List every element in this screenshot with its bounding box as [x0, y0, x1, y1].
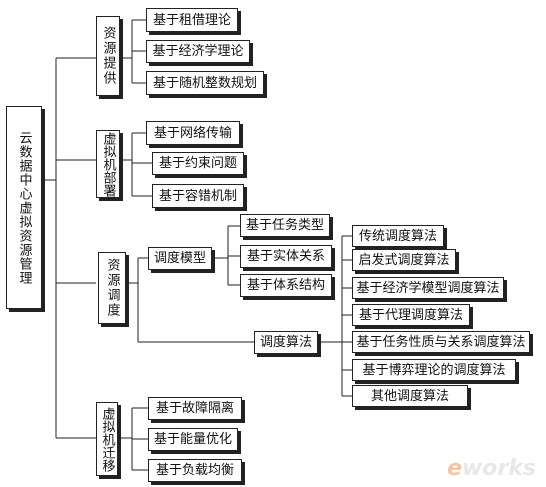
- item-task-type: 基于任务类型: [240, 214, 330, 237]
- category-resource-provision: 资源提供: [96, 16, 120, 96]
- item-constraint-problem: 基于约束问题: [152, 152, 244, 175]
- root-label: 云数据中心虚拟资源管理: [16, 130, 32, 285]
- item-economic-model-algorithm: 基于经济学模型调度算法: [352, 277, 504, 299]
- item-energy-optimization: 基于能量优化: [148, 428, 238, 451]
- item-traditional-algorithm: 传统调度算法: [352, 225, 444, 247]
- item-load-balancing: 基于负载均衡: [148, 459, 242, 482]
- category-resource-scheduling: 资源调度: [98, 252, 126, 324]
- item-fault-isolation: 基于故障隔离: [148, 397, 242, 420]
- category-vm-migration: 虚拟机迁移: [96, 402, 118, 476]
- item-economics-theory: 基于经济学理论: [146, 40, 250, 63]
- item-heuristic-algorithm: 启发式调度算法: [352, 249, 456, 271]
- scheduling-algorithm-node: 调度算法: [254, 331, 318, 354]
- category-label: 资源调度: [104, 258, 120, 318]
- item-fault-tolerance: 基于容错机制: [152, 184, 244, 208]
- item-architecture: 基于体系结构: [240, 274, 332, 297]
- item-other-algorithm: 其他调度算法: [352, 385, 468, 407]
- item-task-nature-algorithm: 基于任务性质与关系调度算法: [352, 331, 530, 353]
- category-label: 虚拟机迁移: [99, 406, 115, 472]
- category-vm-deployment: 虚拟机部署: [96, 130, 120, 198]
- item-random-integer-programming: 基于随机整数规划: [146, 71, 264, 95]
- item-game-theory-algorithm: 基于博弈理论的调度算法: [352, 359, 516, 381]
- root-node: 云数据中心虚拟资源管理: [6, 106, 42, 309]
- eworks-watermark: eworks: [447, 456, 536, 481]
- item-network-transfer: 基于网络传输: [146, 121, 240, 145]
- scheduling-model-node: 调度模型: [148, 247, 212, 270]
- item-entity-relation: 基于实体关系: [240, 245, 332, 268]
- category-label: 资源提供: [100, 26, 116, 86]
- item-agent-algorithm: 基于代理调度算法: [352, 304, 470, 326]
- item-lease-theory: 基于租借理论: [146, 8, 238, 32]
- category-label: 虚拟机部署: [100, 131, 116, 197]
